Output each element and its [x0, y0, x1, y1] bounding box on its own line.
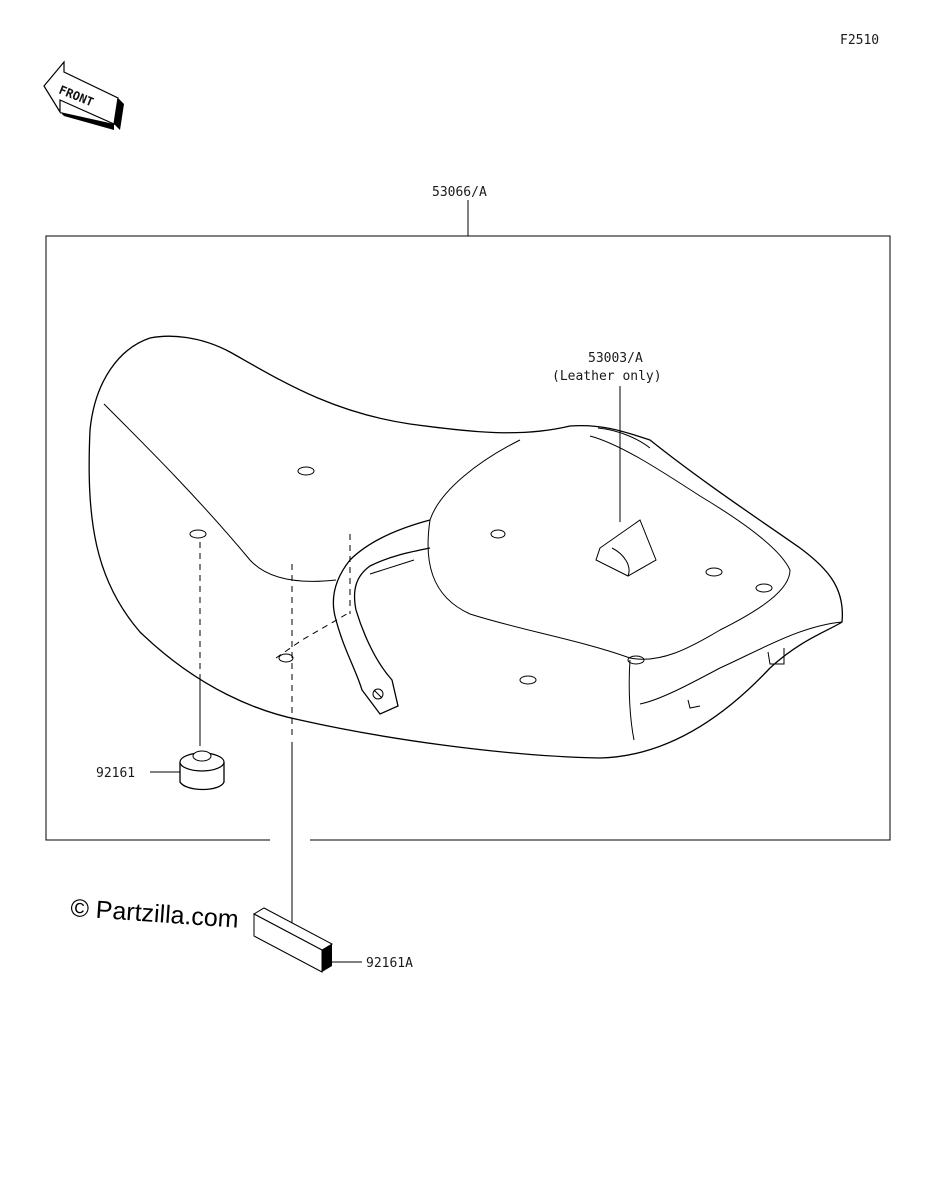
part-note-leather-only: (Leather only)	[552, 369, 662, 384]
part-label-seat-assembly: 53066/A	[432, 185, 487, 200]
patch-53003-leader	[595, 386, 657, 577]
part-label-patch: 53003/A	[588, 351, 643, 366]
part-label-damper: 92161	[96, 766, 135, 781]
figure-code: F2510	[840, 33, 879, 48]
assembly-bracket	[45, 200, 891, 841]
cushion-block-92161a-part	[252, 534, 362, 973]
seat-illustration	[88, 335, 844, 759]
front-arrow-icon: FRONT	[43, 60, 124, 130]
damper-92161-part	[150, 542, 225, 791]
part-label-cushion-block: 92161A	[366, 956, 413, 971]
watermark: © Partzilla.com	[70, 894, 240, 934]
